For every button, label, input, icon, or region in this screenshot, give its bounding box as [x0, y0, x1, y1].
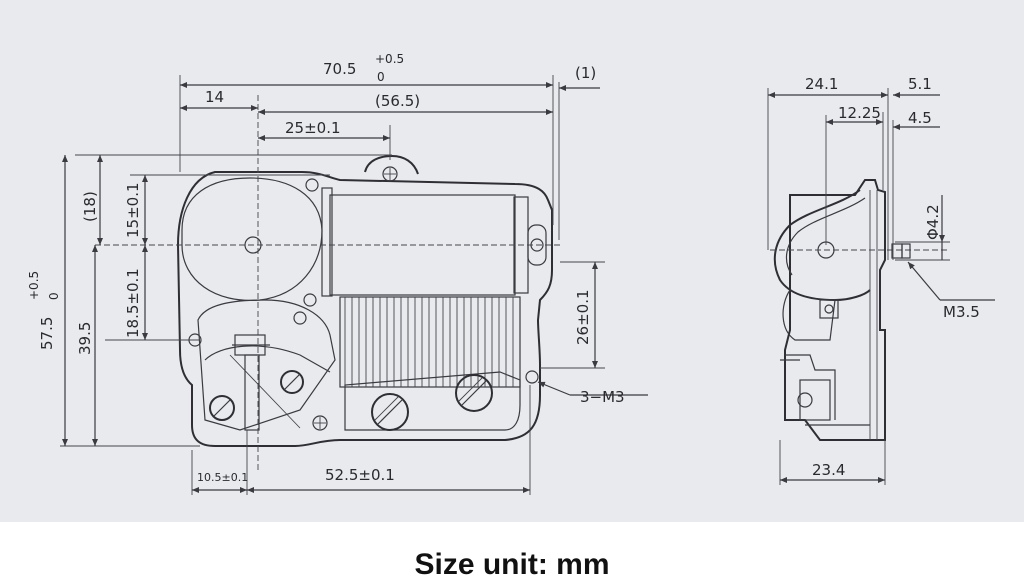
label-24-1: 24.1	[805, 75, 838, 93]
comb-screw-left	[371, 393, 409, 431]
label-overall-width-tol-lower: 0	[377, 70, 385, 84]
label-offset-1: (1)	[575, 64, 596, 82]
leader-3m3	[537, 381, 571, 396]
front-dimensions: 70.5 +0.5 0 (1) 14 (56.5) 25±0.1 (18) 15…	[27, 52, 648, 495]
governor-mechanism	[188, 299, 336, 431]
label-39-5: 39.5	[76, 322, 94, 355]
label-12-25: 12.25	[838, 104, 881, 122]
label-18-5: 18.5±0.1	[124, 268, 142, 338]
label-25: 25±0.1	[285, 119, 341, 137]
comb-screw-right	[455, 374, 493, 412]
label-15: 15±0.1	[124, 182, 142, 238]
label-overall-width: 70.5	[323, 60, 356, 78]
top-mounting-tab	[364, 154, 419, 175]
side-view	[770, 179, 950, 441]
label-52-5: 52.5±0.1	[325, 466, 395, 484]
comb-teeth	[339, 296, 521, 388]
label-18: (18)	[81, 191, 99, 222]
label-23-4: 23.4	[812, 461, 845, 479]
label-phi-4-2: Φ4.2	[924, 204, 942, 240]
side-body-outline	[784, 179, 886, 441]
label-overall-height-tol-lower: 0	[47, 292, 61, 300]
size-unit-caption: Size unit: mm	[414, 548, 610, 581]
label-26: 26±0.1	[574, 289, 592, 345]
leader-m3-5	[907, 261, 941, 301]
label-10-5: 10.5±0.1	[197, 471, 248, 484]
label-overall-width-tol-upper: +0.5	[375, 52, 404, 66]
side-dimensions: 24.1 5.1 12.25 4.5 Φ4.2 M3.5 23.4	[767, 75, 995, 485]
label-4-5: 4.5	[908, 109, 932, 127]
label-overall-height: 57.5	[38, 317, 56, 350]
label-3m3: 3−M3	[580, 388, 625, 406]
front-body-outline	[176, 171, 553, 447]
label-m3-5: M3.5	[943, 303, 980, 321]
m3-hole	[525, 370, 539, 384]
label-5-1: 5.1	[908, 75, 932, 93]
label-overall-height-tol-upper: +0.5	[27, 271, 41, 300]
top-mounting-hole	[382, 166, 398, 182]
label-14: 14	[205, 88, 224, 106]
label-56-5: (56.5)	[375, 92, 420, 110]
front-view	[95, 95, 560, 470]
